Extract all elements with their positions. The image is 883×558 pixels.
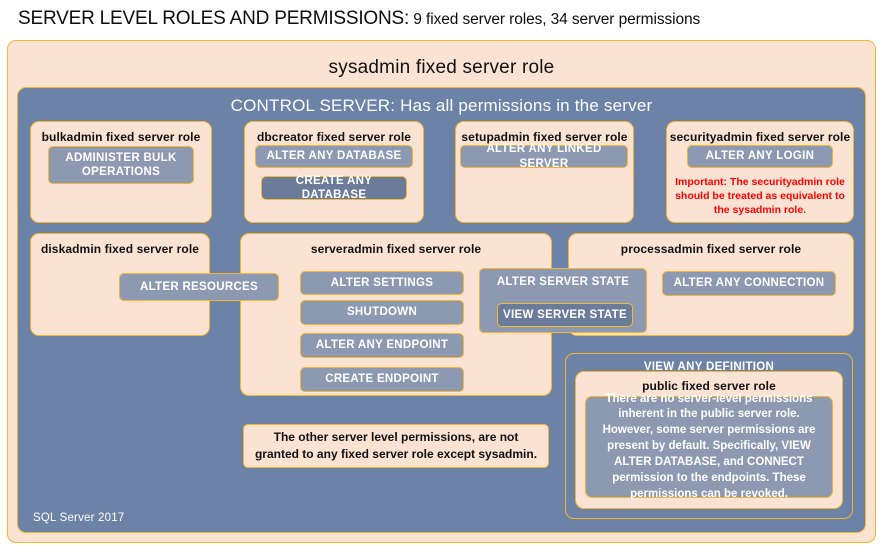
page-title: SERVER LEVEL ROLES AND PERMISSIONS: 9 fi… [18,8,868,34]
permission-administer-bulk-operations[interactable]: ADMINISTER BULK OPERATIONS [48,146,194,184]
serveradmin-role-label: serveradmin fixed server role [310,242,482,256]
dbcreator-role-label: dbcreator fixed server role [256,130,412,144]
setupadmin-role-label: setupadmin fixed server role [461,130,628,144]
permission-alter-any-endpoint[interactable]: ALTER ANY ENDPOINT [300,333,464,358]
bulkadmin-role-label: bulkadmin fixed server role [41,130,201,144]
sql-server-version-label: SQL Server 2017 [33,512,125,524]
securityadmin-role-panel: securityadmin fixed server role [666,121,854,223]
public-role-label: public fixed server role [642,379,776,393]
permission-alter-any-database[interactable]: ALTER ANY DATABASE [255,145,413,168]
page-title-strong: SERVER LEVEL ROLES AND PERMISSIONS: [18,8,410,29]
permission-create-any-database[interactable]: CREATE ANY DATABASE [261,175,407,201]
permission-alter-any-connection[interactable]: ALTER ANY CONNECTION [662,271,836,296]
permission-create-endpoint[interactable]: CREATE ENDPOINT [300,367,464,392]
securityadmin-warning-note: Important: The securityadmin role should… [675,176,845,217]
permission-alter-resources[interactable]: ALTER RESOURCES [119,273,279,301]
setupadmin-role-panel: setupadmin fixed server role [455,121,634,223]
securityadmin-role-label: securityadmin fixed server role [669,130,851,144]
permission-view-any-definition[interactable]: VIEW ANY DEFINITION [643,361,775,373]
permission-alter-any-login[interactable]: ALTER ANY LOGIN [687,145,833,168]
page-title-subtitle: 9 fixed server roles, 34 server permissi… [409,11,701,28]
diskadmin-role-label: diskadmin fixed server role [40,242,200,256]
other-permissions-note: The other server level permissions, are … [243,424,549,468]
public-role-description: There are no server-level permissions in… [585,393,833,500]
permission-alter-any-linked-server[interactable]: ALTER ANY LINKED SERVER [460,143,628,170]
permission-alter-settings[interactable]: ALTER SETTINGS [300,271,464,295]
permission-view-server-state[interactable]: VIEW SERVER STATE [497,303,633,327]
sysadmin-role-label: sysadmin fixed server role [328,57,555,78]
dbcreator-role-panel: dbcreator fixed server role [244,121,424,223]
processadmin-role-label: processadmin fixed server role [620,242,802,256]
control-server-label: CONTROL SERVER: Has all permissions in t… [230,96,653,115]
permission-shutdown[interactable]: SHUTDOWN [300,300,464,325]
